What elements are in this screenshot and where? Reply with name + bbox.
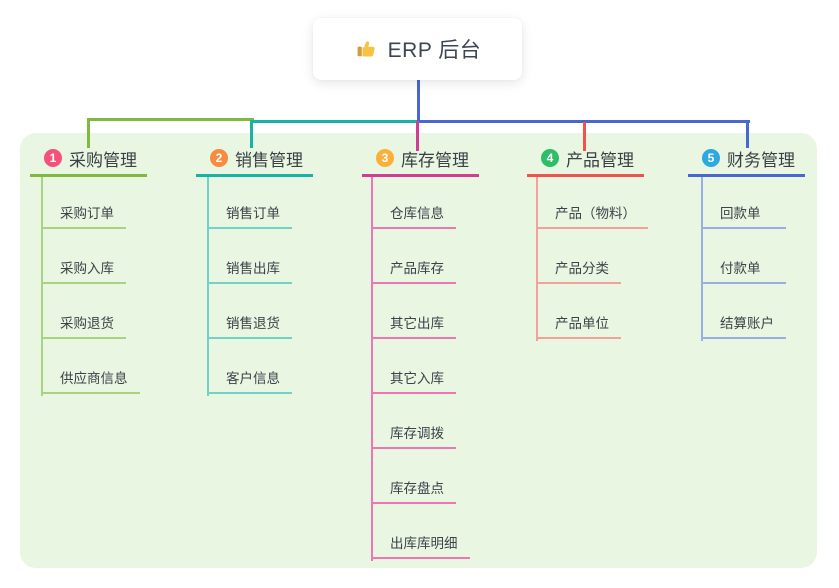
child-node[interactable]: 出库库明细 bbox=[371, 525, 470, 559]
connector-line bbox=[416, 121, 419, 151]
branch-node-4[interactable]: 4 产品管理 bbox=[527, 147, 644, 177]
connector-line bbox=[746, 120, 749, 148]
child-node[interactable]: 回款单 bbox=[701, 195, 786, 229]
branch-node-label: 财务管理 bbox=[727, 150, 795, 170]
connector-line bbox=[87, 118, 254, 121]
connector-line bbox=[417, 120, 750, 123]
branch-node-label: 采购管理 bbox=[69, 150, 137, 170]
connector-line bbox=[250, 120, 253, 148]
child-node[interactable]: 产品（物料） bbox=[536, 195, 648, 229]
child-branch-rail bbox=[41, 177, 43, 396]
branch-number-badge: 4 bbox=[541, 149, 559, 167]
branch-number-badge: 2 bbox=[210, 149, 228, 167]
thumbs-up-icon bbox=[354, 37, 378, 61]
child-node[interactable]: 客户信息 bbox=[207, 360, 292, 394]
child-node[interactable]: 结算账户 bbox=[701, 305, 786, 339]
branch-node-3[interactable]: 3 库存管理 bbox=[362, 147, 479, 177]
child-branch-rail bbox=[207, 177, 209, 396]
branch-number-badge: 3 bbox=[376, 149, 394, 167]
child-node[interactable]: 销售退货 bbox=[207, 305, 292, 339]
root-node-title: ERP 后台 bbox=[387, 39, 482, 62]
branch-node-label: 库存管理 bbox=[401, 150, 469, 170]
child-node[interactable]: 库存盘点 bbox=[371, 470, 456, 504]
root-node[interactable]: ERP 后台 bbox=[313, 18, 522, 80]
child-node[interactable]: 库存调拨 bbox=[371, 415, 456, 449]
connector-line bbox=[417, 80, 420, 121]
branch-node-label: 销售管理 bbox=[235, 150, 303, 170]
child-node[interactable]: 其它出库 bbox=[371, 305, 456, 339]
branch-node-2[interactable]: 2 销售管理 bbox=[196, 147, 313, 177]
connector-line bbox=[583, 122, 586, 151]
branch-node-1[interactable]: 1 采购管理 bbox=[30, 147, 147, 177]
child-branch-rail bbox=[371, 177, 373, 561]
child-node[interactable]: 采购订单 bbox=[41, 195, 126, 229]
branch-number-badge: 1 bbox=[44, 149, 62, 167]
child-node[interactable]: 产品库存 bbox=[371, 250, 456, 284]
child-node[interactable]: 产品单位 bbox=[536, 305, 621, 339]
child-node[interactable]: 供应商信息 bbox=[41, 360, 140, 394]
connector-line bbox=[250, 120, 420, 123]
child-node[interactable]: 付款单 bbox=[701, 250, 786, 284]
branch-node-label: 产品管理 bbox=[566, 150, 634, 170]
connector-line bbox=[87, 118, 90, 148]
child-node[interactable]: 其它入库 bbox=[371, 360, 456, 394]
child-branch-rail bbox=[701, 177, 703, 341]
branch-number-badge: 5 bbox=[702, 149, 720, 167]
child-node[interactable]: 销售订单 bbox=[207, 195, 292, 229]
child-node[interactable]: 采购入库 bbox=[41, 250, 126, 284]
child-node[interactable]: 采购退货 bbox=[41, 305, 126, 339]
child-branch-rail bbox=[536, 177, 538, 341]
mindmap-background-panel bbox=[20, 133, 817, 568]
child-node[interactable]: 仓库信息 bbox=[371, 195, 456, 229]
child-node[interactable]: 产品分类 bbox=[536, 250, 621, 284]
branch-node-5[interactable]: 5 财务管理 bbox=[688, 147, 805, 177]
child-node[interactable]: 销售出库 bbox=[207, 250, 292, 284]
